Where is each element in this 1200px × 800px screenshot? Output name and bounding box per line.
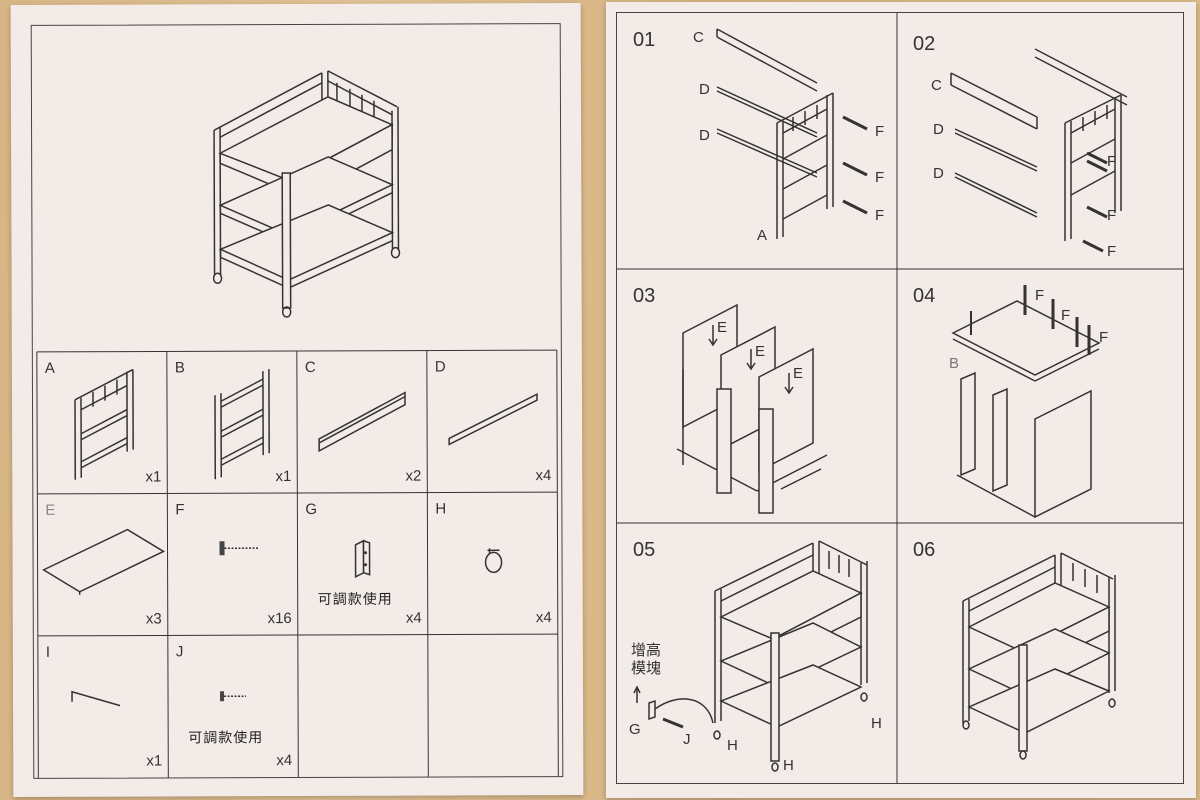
height-block-g-icon [354,539,371,579]
step-03-callout-e2: E [755,343,766,360]
part-cell-j: J 可調款使用 x4 [168,635,298,777]
part-f-qty: x16 [267,610,292,628]
step-05-cell: 05 [617,523,897,783]
step-03-callout-e1: E [717,319,728,336]
part-cell-b: B x1 [167,351,297,493]
caster-wheel-h-icon [484,548,503,574]
part-cell-c: C x2 [297,351,427,493]
allen-key-i-icon [71,690,121,707]
part-cell-i: I x1 [38,635,168,777]
side-frame-b-icon [214,369,270,480]
step-01-callout-f1: F [875,123,885,140]
step-01-illustration [716,28,868,239]
part-j-qty: x4 [276,752,293,770]
part-i-qty: x1 [146,752,163,770]
step-01-callout-a: A [757,227,768,244]
parts-list-frame: A x1 B [30,23,564,779]
part-e-qty: x3 [145,610,162,628]
part-cell-a: A x1 [37,351,167,493]
step-03-cell: 03 [617,269,897,523]
step-04-callout-f1: F [1035,287,1045,304]
step-01-number: 01 [633,29,656,51]
step-02-callout-d2: D [933,165,944,182]
assembly-steps-sheet: 01 [606,2,1196,798]
step-04-callout-b: B [949,355,960,372]
step-01-callout-c: C [693,29,704,46]
step-05-callout-mokuai: 模塊 [631,659,662,677]
part-c-qty: x2 [405,467,422,485]
step-02-callout-f3: F [1107,243,1117,260]
part-h-qty: x4 [535,609,552,627]
side-frame-a-icon [74,368,134,480]
part-cell-g: G 可調款使用 x4 [297,493,427,635]
panel-c-icon [318,391,406,453]
part-g-qty: x4 [405,609,422,627]
part-g-note: 可調款使用 [317,591,393,608]
step-05-callout-g: G [629,721,641,738]
assembled-cart-illustration [212,70,401,318]
part-d-qty: x4 [535,467,552,485]
step-01-callout-d2: D [699,127,710,144]
step-05-callout-zenggao: 增高 [631,641,662,659]
step-05-number: 05 [633,539,656,561]
step-06-cell: 06 [897,523,1183,783]
step-02-illustration [950,48,1128,253]
parts-grid: A x1 B [33,349,562,778]
step-01-callout-d1: D [699,81,710,98]
rail-d-icon [448,392,538,446]
step-05-callout-h3: H [871,715,882,732]
shelf-board-e-icon [42,528,166,595]
step-03-callout-e3: E [793,365,804,382]
step-04-cell: 04 B [897,269,1183,523]
step-04-callout-f3: F [1099,329,1109,346]
step-06-illustration [962,552,1116,760]
part-cell-e: E x3 [37,493,167,635]
step-05-callout-j: J [683,731,691,748]
step-02-callout-d1: D [933,121,944,138]
step-04-number: 04 [913,285,936,307]
assembly-steps-frame: 01 [616,12,1184,784]
part-cell-h: H x4 [427,492,557,634]
step-01-callout-f3: F [875,207,885,224]
part-cell-empty-2 [428,634,558,776]
step-02-callout-f2: F [1107,207,1117,224]
step-05-illustration [633,540,868,772]
steps-grid-lines [617,13,1183,783]
step-03-illustration [676,303,828,514]
step-02-callout-c: C [931,77,942,94]
part-cell-empty-1 [298,635,428,777]
screw-j-icon [220,691,247,702]
step-02-number: 02 [913,33,936,55]
part-j-note: 可調款使用 [188,730,264,747]
step-06-number: 06 [913,539,936,561]
step-03-number: 03 [633,285,656,307]
step-05-callout-h2: H [783,757,794,774]
step-04-illustration [951,285,1101,519]
step-01-callout-f2: F [875,169,885,186]
step-01-cell: 01 [617,13,897,269]
step-02-callout-f1: F [1107,153,1117,170]
screw-f-icon [219,541,260,556]
part-a-qty: x1 [145,468,162,486]
step-04-callout-f2: F [1061,307,1071,324]
step-05-callout-h1: H [727,737,738,754]
part-cell-d: D x4 [427,350,557,492]
parts-grid-lines [36,349,559,778]
parts-list-sheet: A x1 B [10,3,584,797]
step-02-cell: 02 [897,13,1183,269]
part-cell-f: F x16 [167,493,297,635]
part-b-qty: x1 [275,468,292,486]
